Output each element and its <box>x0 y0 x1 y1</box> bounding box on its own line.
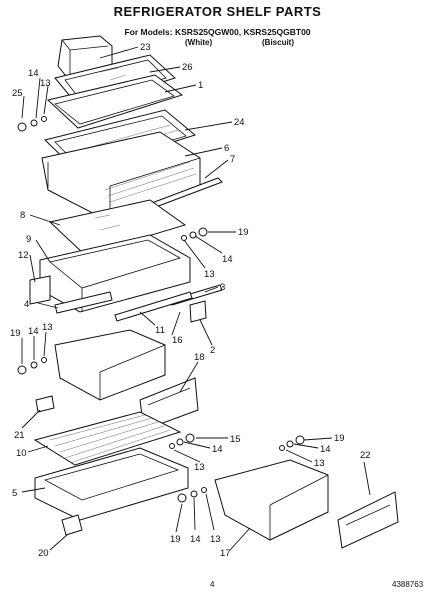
page-number: 4 <box>210 580 215 589</box>
callout-13: 13 <box>40 78 51 89</box>
callout-3: 3 <box>220 282 225 293</box>
part-1-shelf-glass <box>46 74 184 129</box>
callout-22: 22 <box>360 450 371 461</box>
callout-13: 13 <box>42 322 53 333</box>
variant-white: (White) <box>185 38 213 47</box>
callout-13: 13 <box>210 534 221 545</box>
callout-labels: 23 26 1 14 13 25 24 6 7 8 19 9 14 13 12 … <box>10 42 371 559</box>
callout-1: 1 <box>198 80 203 91</box>
callout-9: 9 <box>26 234 31 245</box>
callout-19: 19 <box>170 534 181 545</box>
part-10-wire-shelf <box>33 411 182 466</box>
callout-26: 26 <box>182 62 193 73</box>
callout-14: 14 <box>190 534 201 545</box>
callout-5: 5 <box>12 488 17 499</box>
callout-13: 13 <box>204 269 215 280</box>
diagram-title: REFRIGERATOR SHELF PARTS <box>113 4 322 19</box>
hardware-left-upper <box>17 116 47 132</box>
part-12-bracket <box>29 275 51 305</box>
callout-24: 24 <box>234 117 245 128</box>
callout-13: 13 <box>194 462 205 473</box>
part-17-drawer <box>214 459 329 541</box>
callout-20: 20 <box>38 548 49 559</box>
callout-10: 10 <box>16 448 27 459</box>
callout-14: 14 <box>212 444 223 455</box>
hardware-right-middle <box>169 433 195 449</box>
callout-21: 21 <box>14 430 25 441</box>
callout-19: 19 <box>334 433 345 444</box>
callout-13: 13 <box>314 458 325 469</box>
callout-2: 2 <box>210 345 215 356</box>
part-16-drawer <box>54 329 166 401</box>
hardware-right-upper <box>181 227 208 241</box>
callout-25: 25 <box>12 88 23 99</box>
hardware-left-lower <box>177 487 207 503</box>
callout-8: 8 <box>20 210 25 221</box>
callout-14: 14 <box>28 68 39 79</box>
callout-7: 7 <box>230 154 235 165</box>
callout-14: 14 <box>222 254 233 265</box>
part-22-drawer-front <box>337 491 399 549</box>
part-2-clip <box>189 300 207 323</box>
part-5-base-frame <box>34 447 189 521</box>
callout-18: 18 <box>194 352 205 363</box>
callout-14: 14 <box>28 326 39 337</box>
callout-6: 6 <box>224 143 229 154</box>
callout-15: 15 <box>230 434 241 445</box>
part-11-slide <box>114 291 193 322</box>
callout-23: 23 <box>140 42 151 53</box>
part-20-clip <box>61 514 83 536</box>
part-8-glass-insert <box>48 199 187 256</box>
callout-4: 4 <box>24 299 29 310</box>
part-4-rail <box>54 291 113 314</box>
document-number: 4388763 <box>392 580 424 589</box>
callout-17: 17 <box>220 548 231 559</box>
leader-lines <box>21 46 371 551</box>
callout-19: 19 <box>10 328 21 339</box>
model-numbers: For Models: KSRS25QGW00, KSRS25QGBT00 <box>124 27 311 37</box>
variant-biscuit: (Biscuit) <box>262 38 294 47</box>
callout-14: 14 <box>320 444 331 455</box>
callout-11: 11 <box>155 325 165 336</box>
callout-19: 19 <box>238 227 249 238</box>
hardware-right-lower <box>279 435 305 451</box>
hardware-left-middle <box>17 357 47 375</box>
part-21-clip <box>35 395 55 413</box>
callout-12: 12 <box>18 250 29 261</box>
callout-16: 16 <box>172 335 183 346</box>
